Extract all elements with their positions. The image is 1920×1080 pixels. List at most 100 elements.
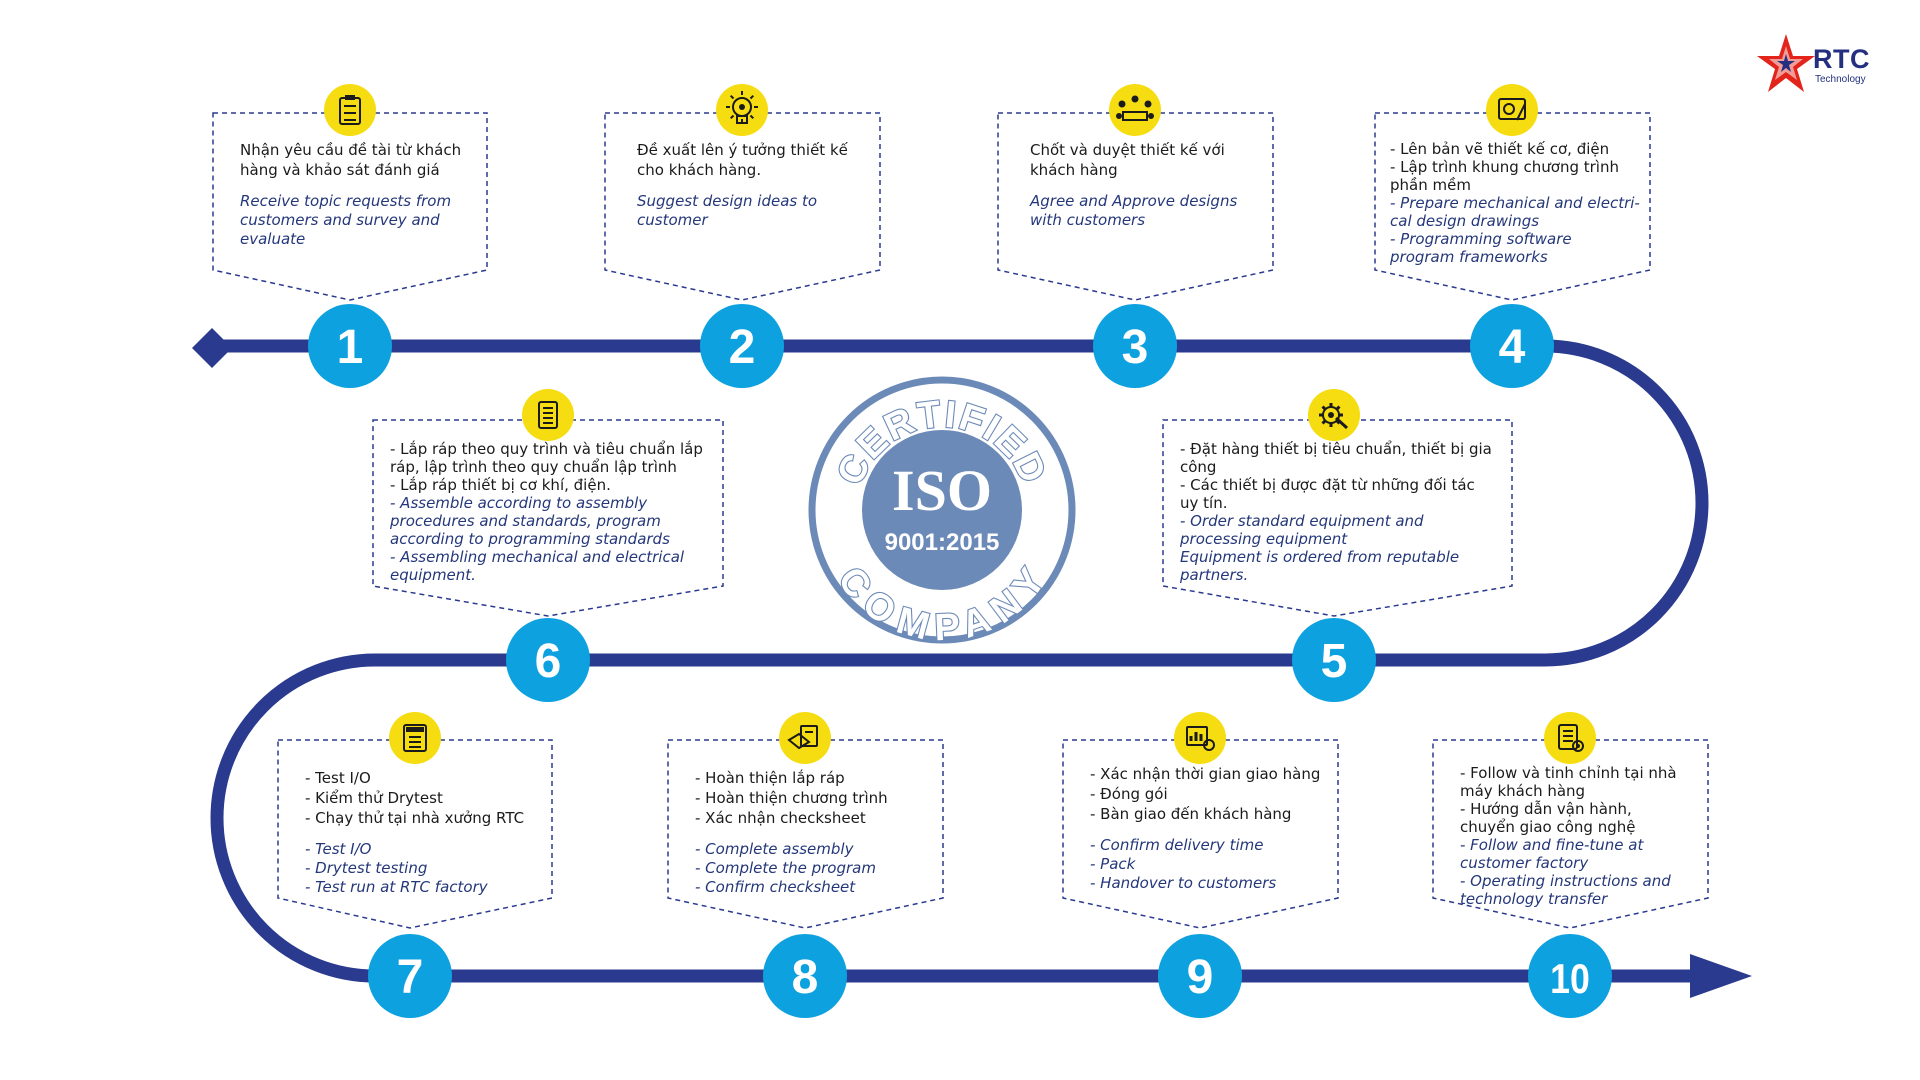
step-vi-line: - Hướng dẫn vận hành, bbox=[1460, 800, 1632, 818]
step-vi-line: ráp, lập trình theo quy chuẩn lập trình bbox=[390, 458, 677, 476]
step-node: 10 bbox=[1528, 934, 1612, 1018]
step-en-line: - Test I/O bbox=[305, 840, 372, 858]
step-card-text: - Xác nhận thời gian giao hàng - Đóng gói… bbox=[1090, 764, 1330, 893]
step-number: 6 bbox=[535, 635, 562, 688]
brand-name: RTC bbox=[1813, 44, 1870, 74]
step-vi-line: - Đóng gói bbox=[1090, 785, 1168, 803]
step-en-line: Agree and Approve designs bbox=[1030, 192, 1238, 210]
step-vi-line: công bbox=[1180, 458, 1217, 476]
step-en-line: Equipment is ordered from reputable bbox=[1180, 548, 1460, 566]
step-vi-line: - Lắp ráp theo quy trình và tiêu chuẩn l… bbox=[390, 440, 703, 458]
step-en-line: - Complete the program bbox=[695, 859, 876, 877]
step-callout-box bbox=[1162, 419, 1513, 617]
gear-wrench-icon bbox=[1308, 389, 1360, 441]
step-node: 7 bbox=[368, 934, 452, 1018]
step-en-line: - Complete assembly bbox=[695, 840, 854, 858]
step-callout-box bbox=[1374, 112, 1651, 301]
track-curve-right bbox=[1544, 339, 1709, 667]
step-en-line: - Programming software bbox=[1390, 230, 1572, 248]
step-vi-line: - Hoàn thiện chương trình bbox=[695, 789, 888, 807]
step-en-line: - Assemble according to assembly bbox=[390, 494, 648, 512]
step-vi-line: - Các thiết bị được đặt từ những đối tác bbox=[1180, 476, 1475, 494]
step-node: 5 bbox=[1292, 618, 1376, 702]
step-card-text: - Lắp ráp theo quy trình và tiêu chuẩn l… bbox=[390, 440, 715, 584]
track-end-arrow bbox=[1690, 954, 1752, 998]
step-number: 9 bbox=[1187, 951, 1214, 1004]
step-en-line: partners. bbox=[1180, 566, 1249, 584]
step-vi-line: - Xác nhận checksheet bbox=[695, 809, 866, 827]
step-callout-box bbox=[372, 419, 724, 617]
step-vi-line: Nhận yêu cầu đề tài từ khách bbox=[240, 141, 462, 159]
step-en-line: - Follow and fine-tune at bbox=[1460, 836, 1644, 854]
blueprint-drawing-icon bbox=[1486, 84, 1538, 136]
step-card-text: - Đặt hàng thiết bị tiêu chuẩn, thiết bị… bbox=[1180, 440, 1504, 584]
step-vi-line: hàng và khảo sát đánh giá bbox=[240, 161, 440, 179]
step-vi-line: - Xác nhận thời gian giao hàng bbox=[1090, 765, 1321, 783]
step-callout-box bbox=[1062, 739, 1339, 929]
delivery-chart-icon bbox=[1174, 712, 1226, 764]
step-number: 10 bbox=[1550, 956, 1590, 1002]
document-assembly-icon bbox=[522, 389, 574, 441]
step-en-line: equipment. bbox=[390, 566, 476, 584]
step-en-line: procedures and standards, program bbox=[390, 512, 661, 530]
step-vi-line: - Bàn giao đến khách hàng bbox=[1090, 805, 1292, 823]
track-start-diamond bbox=[192, 328, 232, 368]
step-callout-box bbox=[604, 112, 881, 301]
rtc-star-icon bbox=[1757, 34, 1815, 92]
step-node: 9 bbox=[1158, 934, 1242, 1018]
step-vi-line: - Lên bản vẽ thiết kế cơ, điện bbox=[1390, 140, 1610, 158]
step-callout-box bbox=[277, 739, 553, 929]
handshake-document-icon bbox=[779, 712, 831, 764]
step-vi-line: cho khách hàng. bbox=[637, 161, 762, 179]
step-card-text: - Lên bản vẽ thiết kế cơ, điện- Lập trìn… bbox=[1390, 140, 1642, 266]
step-en-line: technology transfer bbox=[1460, 890, 1608, 908]
step-en-line: with customers bbox=[1030, 211, 1146, 229]
document-gear-icon bbox=[1544, 712, 1596, 764]
seal-standard-text: 9001:2015 bbox=[885, 529, 1000, 556]
step-vi-line: - Test I/O bbox=[305, 769, 371, 787]
step-node: 3 bbox=[1093, 304, 1177, 388]
step-en-line: customers and survey and bbox=[240, 211, 440, 229]
step-en-line: - Test run at RTC factory bbox=[305, 878, 488, 896]
step-vi-line: khách hàng bbox=[1030, 161, 1118, 179]
seal-inner-disc bbox=[862, 430, 1022, 590]
step-en-line: customer factory bbox=[1460, 854, 1589, 872]
step-vi-line: - Chạy thử tại nhà xưởng RTC bbox=[305, 809, 525, 827]
step-en-line: - Assembling mechanical and electrical bbox=[390, 548, 685, 566]
step-en-line: - Drytest testing bbox=[305, 859, 428, 877]
brand-subtitle: Technology bbox=[1815, 74, 1866, 85]
step-vi-line: - Hoàn thiện lắp ráp bbox=[695, 769, 845, 787]
step-en-line: Suggest design ideas to bbox=[637, 192, 818, 210]
step-node: 1 bbox=[308, 304, 392, 388]
step-en-line: - Pack bbox=[1090, 855, 1136, 873]
step-number: 3 bbox=[1122, 321, 1149, 374]
team-meeting-icon bbox=[1109, 84, 1161, 136]
step-number: 4 bbox=[1499, 321, 1526, 374]
step-callout-box bbox=[667, 739, 944, 929]
step-vi-line: Đề xuất lên ý tưởng thiết kế bbox=[637, 141, 848, 159]
step-number: 5 bbox=[1321, 635, 1348, 688]
step-vi-line: uy tín. bbox=[1180, 494, 1228, 512]
step-en-line: - Prepare mechanical and electri- bbox=[1390, 194, 1640, 212]
step-en-line: customer bbox=[637, 211, 708, 229]
step-vi-line: Chốt và duyệt thiết kế với bbox=[1030, 141, 1225, 159]
step-card-text: - Test I/O- Kiểm thử Drytest- Chạy thử t… bbox=[305, 768, 544, 897]
step-en-line: according to programming standards bbox=[390, 530, 670, 548]
step-number: 7 bbox=[397, 951, 424, 1004]
step-vi-line: - Follow và tinh chỉnh tại nhà bbox=[1460, 764, 1677, 782]
iso-certified-seal: CERTIFIED COMPANY ISO 9001:2015 bbox=[808, 376, 1076, 651]
step-node: 2 bbox=[700, 304, 784, 388]
step-callout-box bbox=[1432, 739, 1709, 929]
seal-outer-ring bbox=[808, 376, 1076, 644]
step-vi-line: - Đặt hàng thiết bị tiêu chuẩn, thiết bị… bbox=[1180, 440, 1492, 458]
step-vi-line: phần mềm bbox=[1390, 176, 1471, 194]
rtc-logo: RTC Technology bbox=[1755, 30, 1905, 100]
step-en-line: Receive topic requests from bbox=[240, 192, 452, 210]
step-number: 8 bbox=[792, 951, 819, 1004]
step-en-line: - Operating instructions and bbox=[1460, 872, 1671, 890]
step-node: 4 bbox=[1470, 304, 1554, 388]
step-en-line: evaluate bbox=[240, 230, 306, 248]
step-en-line: - Handover to customers bbox=[1090, 874, 1277, 892]
